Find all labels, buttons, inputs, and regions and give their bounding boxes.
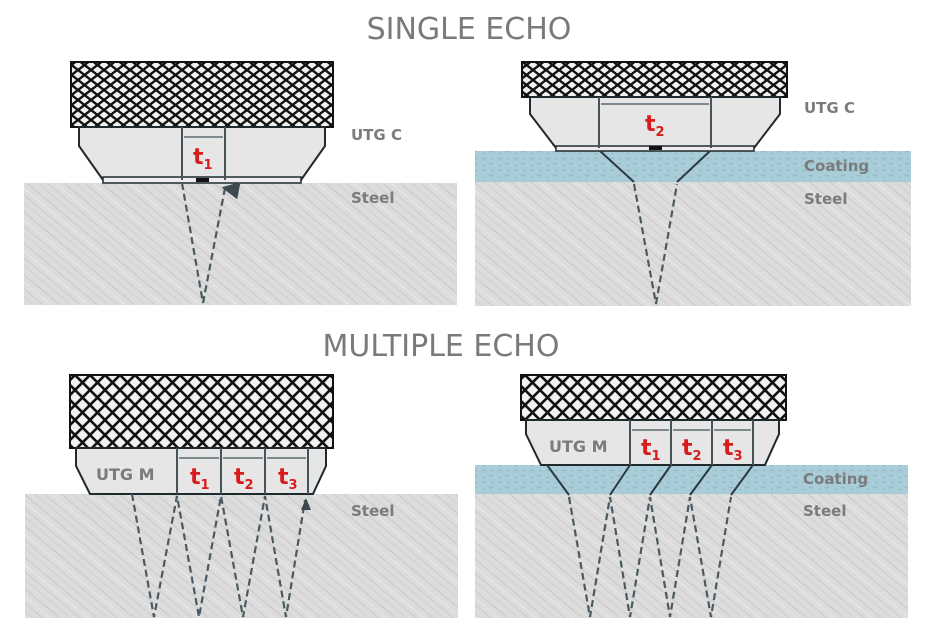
panel-multiple-coated: UTG M t1 t2 t3 Coating Steel [475,374,908,618]
time-label-t2: t2 [682,436,702,464]
single-echo-title: SINGLE ECHO [367,12,572,47]
time-label-t2: t2 [234,465,254,493]
beam-in-coating [689,464,713,496]
beam-in-coating [649,464,672,496]
time-label-t3: t3 [278,465,298,493]
panel-single-steel: t1 UTG C Steel [24,61,457,305]
steel-label: Steel [803,502,846,520]
steel-layer [475,182,911,306]
coating-label: Coating [803,470,868,488]
probe-knurled-grip [70,61,334,128]
multiple-echo-title: MULTIPLE ECHO [323,329,560,364]
beam-up [654,183,679,305]
steel-layer [25,494,458,618]
panel-single-coated: t2 UTG C Coating Steel [475,61,911,306]
beam-in-coating-right [676,150,711,183]
time-label-t2: t2 [645,112,665,140]
beam-up [201,182,241,304]
steel-label: Steel [351,502,394,520]
steel-label: Steel [804,190,847,208]
beam-down [180,182,205,304]
beam-in-coating [546,464,570,496]
probe-knurled-grip [520,374,787,421]
steel-label: Steel [351,189,394,207]
time-label-t1: t1 [641,436,661,464]
beam-in-coating-left [599,150,635,183]
gauge-label: UTG M [96,465,155,484]
transducer-element [196,178,209,182]
gauge-label: UTG M [549,437,608,456]
beam-in-coating [609,464,631,496]
steel-layer [475,494,908,618]
transducer-element [649,146,662,150]
beam-in-coating [730,464,754,496]
probe-knurled-grip [69,374,334,449]
gauge-label: UTG C [351,126,402,144]
beam-zigzag [567,496,733,618]
probe-body [75,447,327,495]
beam-down [632,183,658,305]
time-label-t1: t1 [190,465,210,493]
probe-knurled-grip [521,61,788,98]
time-label-t3: t3 [723,436,743,464]
gauge-label: UTG C [804,99,855,117]
steel-layer [24,183,457,305]
probe-body [525,419,780,466]
beam-zigzag [130,493,307,618]
panel-multiple-steel: UTG M t1 t2 t3 Steel [25,374,458,618]
beam-arrow-icon [301,498,311,510]
coating-layer [475,465,908,494]
time-label-t1: t1 [193,145,213,173]
coating-label: Coating [804,157,869,175]
